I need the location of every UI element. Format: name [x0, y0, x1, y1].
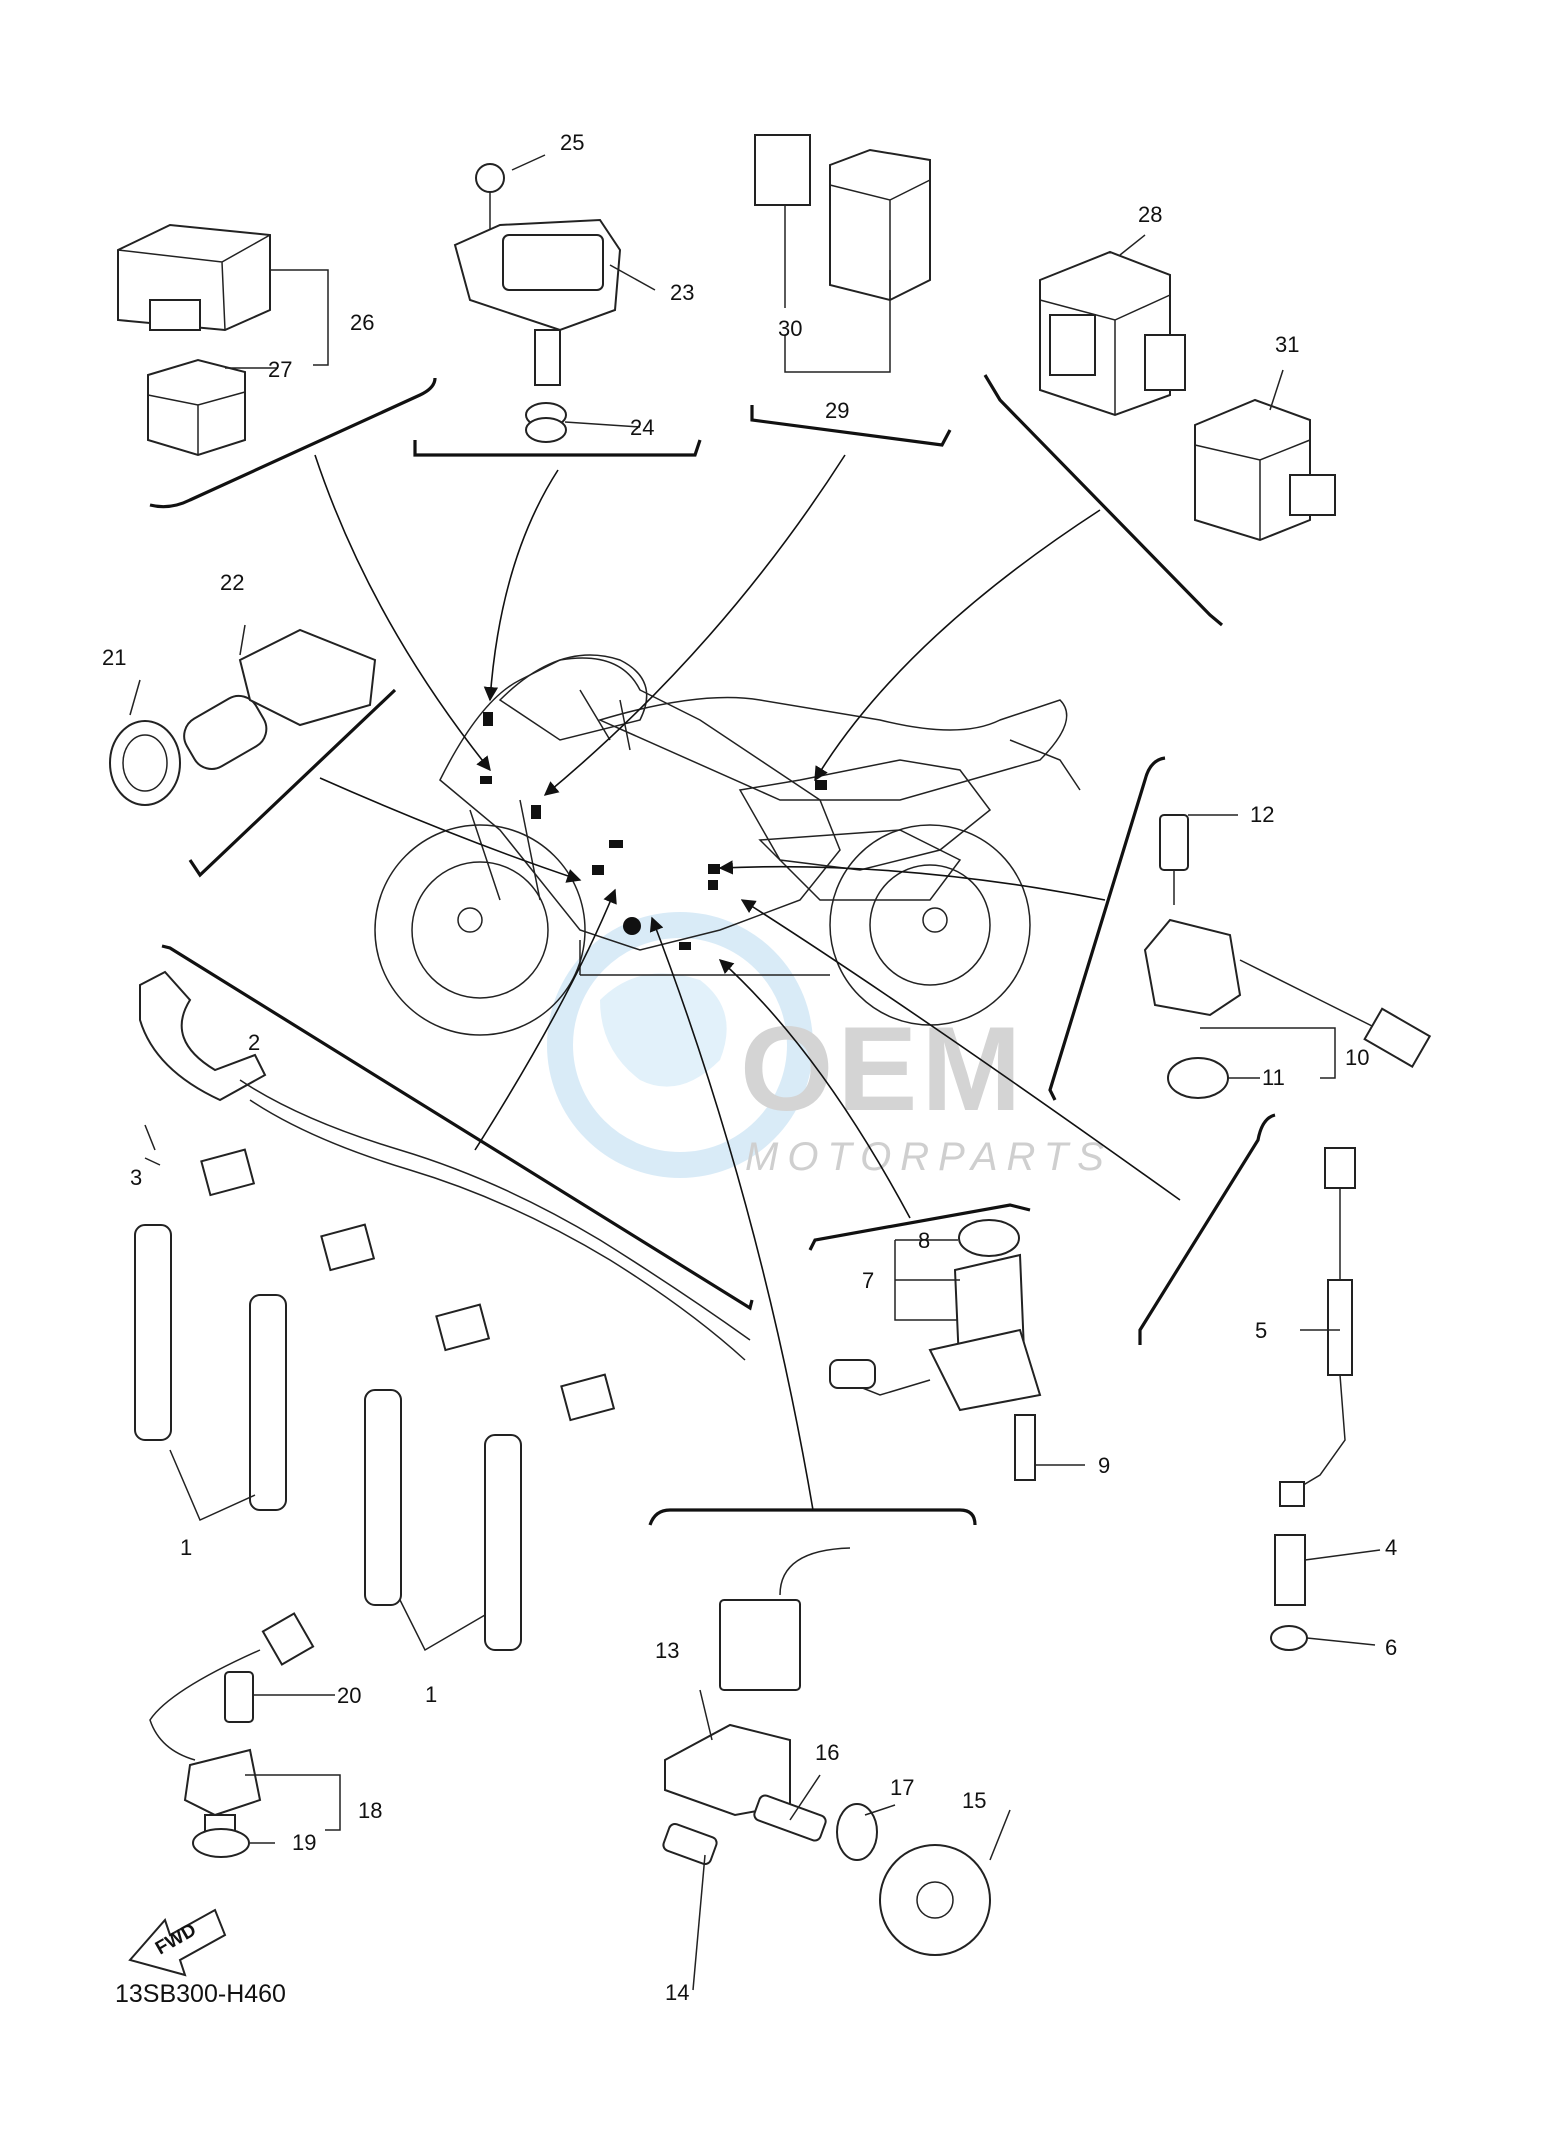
- part-29-30-relays: [754, 134, 931, 302]
- callout-27: 27: [268, 357, 292, 382]
- callout-5: 5: [1255, 1318, 1267, 1343]
- part-26-27-fuse-box: [117, 223, 271, 457]
- part-13-17-crank-sensor: [662, 1547, 991, 1956]
- callout-leaders: [129, 154, 1381, 1991]
- callout-13: 13: [655, 1638, 679, 1663]
- part-21-22-sensor: [109, 628, 377, 806]
- callout-23: 23: [670, 280, 694, 305]
- part-31-module: [1194, 398, 1336, 542]
- callout-25: 25: [560, 130, 584, 155]
- globe-watermark-icon: [547, 912, 813, 1178]
- part-18-19-20-sensor: [149, 1612, 315, 1858]
- part-7-8-9-sensor: [829, 1219, 1042, 1481]
- callout-1a: 1: [180, 1535, 192, 1560]
- watermark-sub: MOTORPARTS: [745, 1135, 1113, 1179]
- callout-9: 9: [1098, 1453, 1110, 1478]
- callout-8: 8: [918, 1228, 930, 1253]
- callout-28: 28: [1138, 202, 1162, 227]
- part-10-11-12-sensor: [1143, 814, 1432, 1099]
- part-2-3-wire-harness: [139, 970, 751, 1422]
- callout-11: 11: [1262, 1065, 1285, 1090]
- leader-lines: [149, 374, 1276, 1526]
- callout-20: 20: [337, 1683, 361, 1708]
- part-23-24-25-sensor: [453, 163, 622, 443]
- watermark: OEM MOTORPARTS: [547, 912, 1113, 1179]
- callout-12: 12: [1250, 802, 1274, 827]
- callout-19: 19: [292, 1830, 316, 1855]
- callout-6: 6: [1385, 1635, 1397, 1660]
- callout-22: 22: [220, 570, 244, 595]
- watermark-brand: OEM: [740, 1002, 1025, 1136]
- part-4-5-6-sensor: [1270, 1147, 1356, 1651]
- callout-24: 24: [630, 415, 654, 440]
- callout-21: 21: [102, 645, 126, 670]
- part-28-control-unit: [1039, 250, 1186, 417]
- callout-29: 29: [825, 398, 849, 423]
- callout-14: 14: [665, 1980, 689, 2005]
- diagram-code: 13SB300-H460: [115, 1980, 286, 2008]
- callout-26: 26: [350, 310, 374, 335]
- callout-2: 2: [248, 1030, 260, 1055]
- callout-18: 18: [358, 1798, 382, 1823]
- fwd-direction-arrow-icon: FWD: [128, 1908, 227, 1977]
- callout-30: 30: [778, 316, 802, 341]
- motorcycle-outline: [374, 654, 1081, 1036]
- callout-17: 17: [890, 1775, 914, 1800]
- callout-3: 3: [130, 1165, 142, 1190]
- callout-7: 7: [862, 1268, 874, 1293]
- callout-10: 10: [1345, 1045, 1369, 1070]
- callout-15: 15: [962, 1788, 986, 1813]
- callout-31: 31: [1275, 332, 1299, 357]
- part-1-ignition-coils: [134, 1224, 522, 1651]
- callout-4: 4: [1385, 1535, 1397, 1560]
- callout-16: 16: [815, 1740, 839, 1765]
- callout-1b: 1: [425, 1682, 437, 1707]
- callout-labels: 25 23 24 26 27 30 29 28 31 22 21 12 10 1…: [102, 130, 1397, 2005]
